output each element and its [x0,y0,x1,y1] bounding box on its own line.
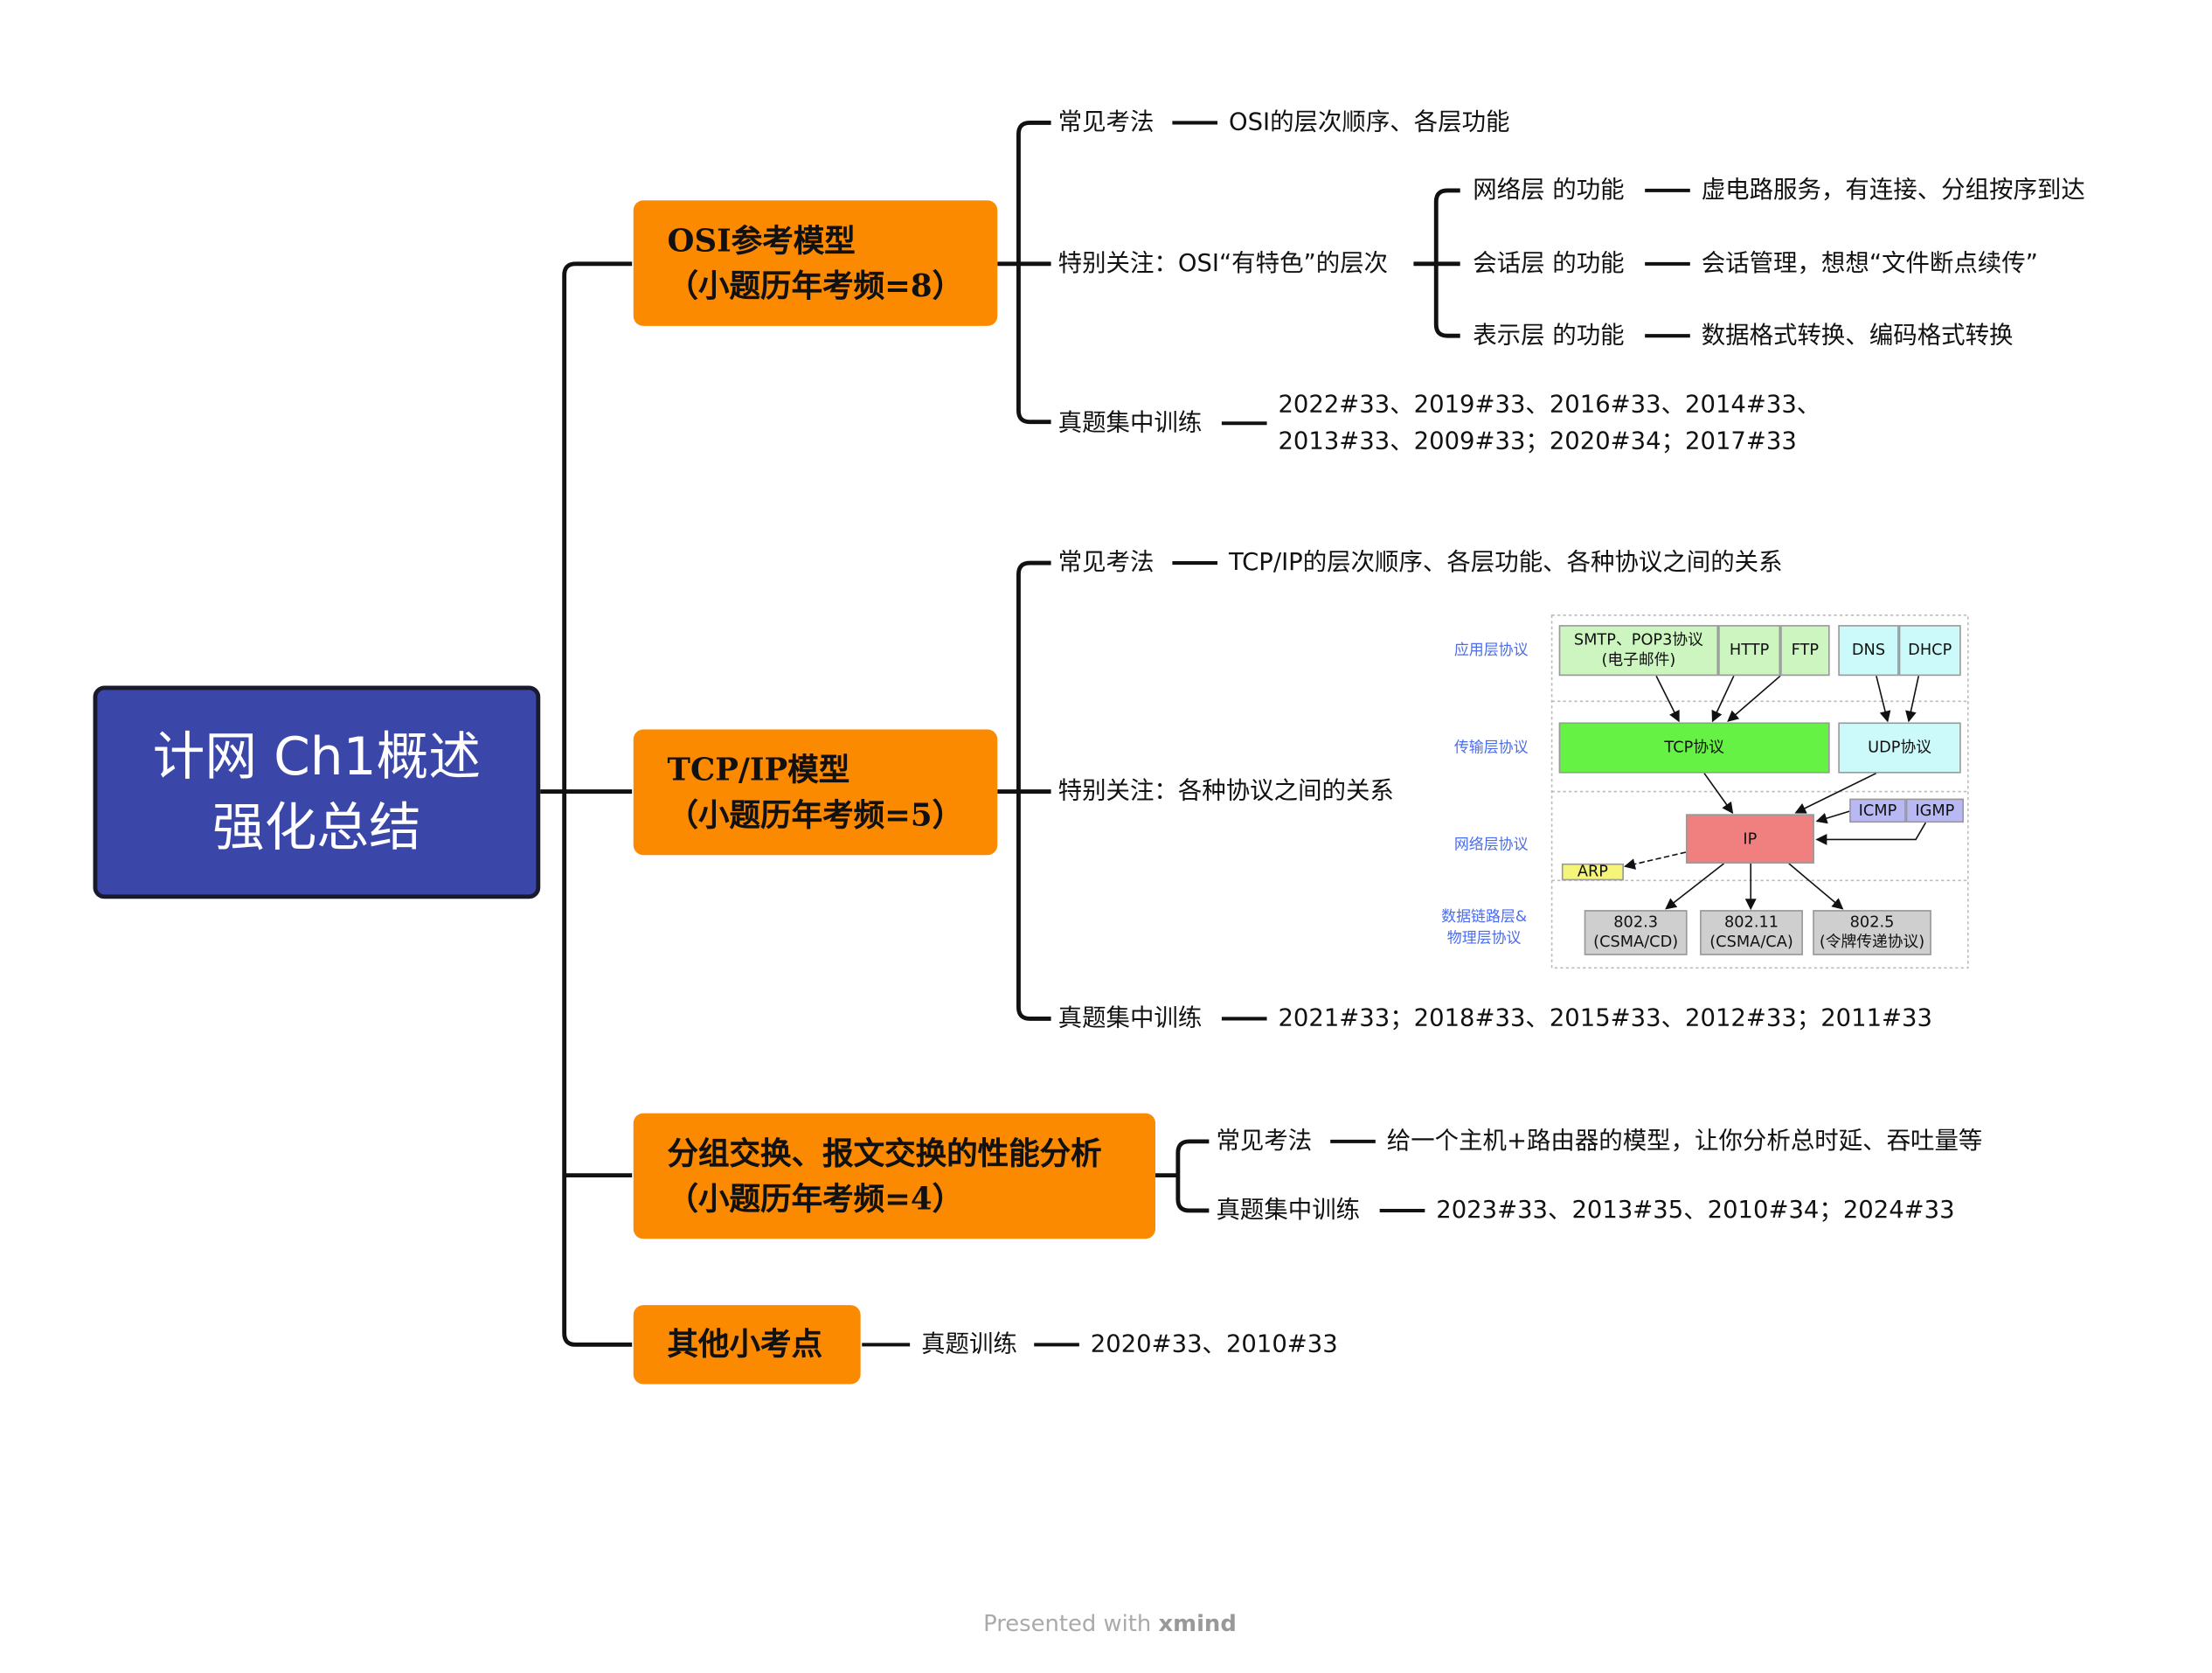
subtopic-value[interactable]: 2013#33、2009#33；2020#34；2017#33 [1278,427,1797,456]
ieee-label: 802.11 [1723,913,1779,932]
ieee-sublabel: (CSMA/CD) [1593,932,1679,951]
http-box: HTTP [1718,625,1781,677]
subtopic-value[interactable]: 虚电路服务，有连接、分组按序到达 [1701,176,2085,205]
topic-other[interactable]: 其他小考点 [633,1305,861,1385]
ieee-label: 802.3 [1613,913,1659,932]
root-title-line2: 强化总结 [211,796,421,857]
arp-box: ARP [1561,862,1624,881]
subtopic-value[interactable]: 给一个主机+路由器的模型，让你分析总时延、吞吐量等 [1386,1127,1983,1156]
subtopic-value[interactable]: 会话管理，想想“文件断点续传” [1701,249,2038,278]
dns-box: DNS [1838,625,1899,677]
topic-title: 分组交换、报文交换的性能分析 [667,1135,1102,1172]
layer-label-link-line1: 数据链路层& [1441,908,1528,926]
topic-frequency: （小题历年考频=5） [667,796,964,834]
ieee-label: 802.5 [1849,913,1895,932]
topic-title: OSI参考模型 [667,222,856,260]
topic-frequency: （小题历年考频=4） [667,1180,964,1218]
smtp-pop3-box: SMTP、POP3协议(电子邮件) [1558,625,1719,677]
footer-prefix: Presented with [983,1609,1159,1637]
subtopic-value[interactable]: 2021#33；2018#33、2015#33、2012#33；2011#33 [1278,1004,1932,1033]
smtp-sublabel: (电子邮件) [1601,650,1676,670]
layer-label-transport: 传输层协议 [1453,739,1529,757]
subtopic-label[interactable]: 网络层 的功能 [1473,176,1625,205]
ieee-sublabel: (令牌传递协议) [1819,932,1925,951]
topic-tcpip[interactable]: TCP/IP模型 （小题历年考频=5） [633,729,998,856]
ip-box: IP [1685,814,1814,864]
dhcp-box: DHCP [1898,625,1961,677]
subtopic-label[interactable]: 常见考法 [1057,548,1155,578]
layer-label-application: 应用层协议 [1453,642,1529,659]
topic-title: 其他小考点 [667,1326,823,1364]
topic-title: TCP/IP模型 [667,751,850,788]
footer-credit: Presented with xmind [983,1610,1237,1637]
subtopic-label[interactable]: 常见考法 [1216,1127,1313,1156]
main-spine [562,261,633,1347]
subtopic-value[interactable]: OSI的层次顺序、各层功能 [1228,108,1510,137]
xmind-logo: xmind [1158,1609,1237,1637]
layer-label-link: 数据链路层&物理层协议 [1431,907,1538,949]
subtopic-value[interactable]: TCP/IP的层次顺序、各层功能、各种协议之间的关系 [1228,548,1783,578]
ieee-8025-box: 802.5(令牌传递协议) [1813,910,1931,955]
subtopic-value[interactable]: 2023#33、2013#35、2010#34；2024#33 [1436,1196,1955,1225]
subtopic-label[interactable]: 真题集中训练 [1057,1004,1203,1033]
layer-label-network: 网络层协议 [1453,836,1529,854]
root-topic[interactable]: 计网 Ch1概述 强化总结 [93,685,541,899]
layer-label-link-line2: 物理层协议 [1446,929,1522,948]
root-title-line1: 计网 Ch1概述 [152,725,482,787]
topic-switching[interactable]: 分组交换、报文交换的性能分析 （小题历年考频=4） [633,1113,1156,1239]
subtopic-label[interactable]: 表示层 的功能 [1473,322,1625,351]
icmp-box: ICMP [1849,798,1906,823]
subtopic-label[interactable]: 真题集中训练 [1216,1196,1361,1225]
udp-box: UDP协议 [1838,722,1961,774]
igmp-box: IGMP [1905,798,1964,823]
subtopic-value[interactable]: 2022#33、2019#33、2016#33、2014#33、 [1278,391,1821,420]
subtopic-label[interactable]: 常见考法 [1057,108,1155,137]
ftp-box: FTP [1780,625,1830,677]
subtopic-label[interactable]: 特别关注：各种协议之间的关系 [1057,777,1394,806]
subtopic-value[interactable]: 数据格式转换、编码格式转换 [1701,322,2014,351]
tcp-box: TCP协议 [1558,722,1830,774]
subtopic-value[interactable]: 2020#33、2010#33 [1090,1330,1338,1359]
smtp-label: SMTP、POP3协议 [1573,630,1703,649]
subtopic-label[interactable]: 会话层 的功能 [1473,249,1625,278]
ieee-80211-box: 802.11(CSMA/CA) [1700,910,1803,955]
ieee-sublabel: (CSMA/CA) [1709,932,1793,951]
ieee-8023-box: 802.3(CSMA/CD) [1584,910,1688,955]
subtopic-label[interactable]: 特别关注：OSI“有特色”的层次 [1057,249,1389,278]
subtopic-label[interactable]: 真题训练 [921,1330,1017,1359]
topic-frequency: （小题历年考频=8） [667,267,964,304]
subtopic-label[interactable]: 真题集中训练 [1057,409,1203,438]
topic-osi[interactable]: OSI参考模型 （小题历年考频=8） [633,200,998,326]
